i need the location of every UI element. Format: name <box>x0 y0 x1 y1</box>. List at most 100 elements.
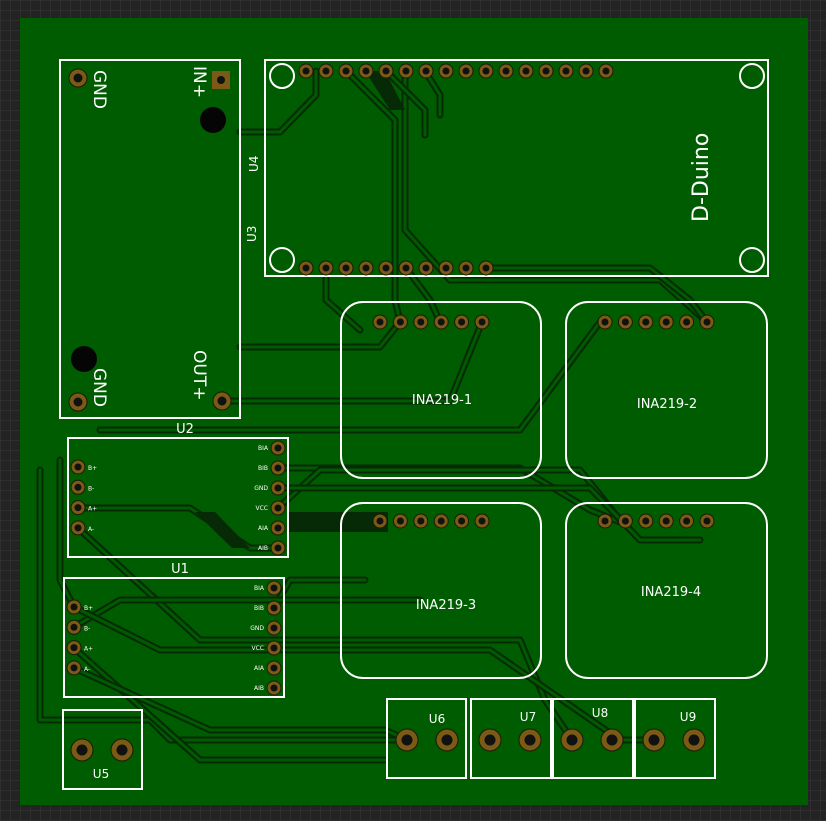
drill-hole <box>482 264 490 272</box>
drill-hole <box>582 67 590 75</box>
trace <box>72 605 656 742</box>
drill-hole <box>482 67 490 75</box>
drill-hole <box>602 67 610 75</box>
pin-label: BIB <box>254 605 264 612</box>
pin-label: VCC <box>256 505 268 512</box>
pin-label: BIB <box>258 465 268 472</box>
terminal-u8: U8 <box>552 698 634 779</box>
drill-hole <box>662 318 670 326</box>
ina219-3: INA219-3 <box>340 502 542 679</box>
drill-hole <box>274 444 282 452</box>
drill-hole <box>566 734 578 746</box>
ref-u6: U6 <box>429 712 445 726</box>
dduino-label: D-Duino <box>689 133 714 222</box>
drill-hole <box>458 318 466 326</box>
drill-hole <box>270 624 278 632</box>
pin-label: VCC <box>252 645 264 652</box>
drill-hole <box>342 264 350 272</box>
drill-hole <box>437 318 445 326</box>
pin-label-in-plus: IN+ <box>189 66 209 98</box>
drill-hole <box>703 517 711 525</box>
ref-u2: U2 <box>176 422 194 437</box>
ina219-label: INA219-3 <box>416 598 476 613</box>
drill-hole <box>642 318 650 326</box>
drill-hole <box>362 264 370 272</box>
drill-hole <box>683 517 691 525</box>
ina219-2: INA219-2 <box>565 301 768 479</box>
drill-hole <box>74 524 82 532</box>
drill-hole <box>70 603 78 611</box>
drill-hole <box>601 318 609 326</box>
drill-hole <box>270 684 278 692</box>
drill-hole <box>376 517 384 525</box>
pin-label: BIA <box>254 585 265 592</box>
drill-hole <box>76 744 88 756</box>
drill-hole <box>74 483 82 491</box>
drill-hole <box>274 464 282 472</box>
drill-hole <box>621 318 629 326</box>
drill-hole <box>302 67 310 75</box>
pin-label: AIA <box>258 525 269 532</box>
ref-u8: U8 <box>592 706 608 720</box>
drill-hole <box>442 264 450 272</box>
drill-hole <box>417 517 425 525</box>
drill-hole <box>70 644 78 652</box>
trace <box>218 320 484 403</box>
pin-label: BIA <box>258 445 269 452</box>
drill-hole <box>274 484 282 492</box>
drill-hole <box>270 644 278 652</box>
copper-pour <box>365 71 405 110</box>
drill-hole <box>648 734 660 746</box>
drill-hole <box>462 67 470 75</box>
drill-hole <box>502 67 510 75</box>
pin-label: GND <box>254 485 268 492</box>
ref-u1: U1 <box>171 562 189 577</box>
trace <box>98 320 602 432</box>
drill-hole <box>217 396 227 406</box>
drill-hole <box>274 524 282 532</box>
ref-u3: U3 <box>245 226 259 242</box>
drill-hole <box>74 504 82 512</box>
ina219-label: INA219-1 <box>412 393 472 408</box>
trace <box>403 69 709 324</box>
drill-hole <box>441 734 453 746</box>
pin-label: A+ <box>88 506 97 513</box>
pin-label: AIB <box>254 685 264 692</box>
trace <box>58 458 76 609</box>
trace <box>404 266 442 324</box>
power-module: GND IN+ GND OUT+ U4 U3 <box>59 59 261 419</box>
dduino-module: D-Duino <box>264 59 769 277</box>
trace <box>72 666 409 742</box>
drill-hole <box>522 67 530 75</box>
drill-hole <box>683 318 691 326</box>
drill-hole <box>542 67 550 75</box>
pin-label: B+ <box>88 465 97 472</box>
drill-hole <box>70 623 78 631</box>
drill-hole <box>73 397 83 407</box>
pin-label: A- <box>84 666 90 673</box>
pin-label: AIA <box>254 665 265 672</box>
pin-label-out-plus: OUT+ <box>189 350 209 400</box>
drill-hole <box>274 504 282 512</box>
drill-hole <box>322 67 330 75</box>
drill-hole <box>703 318 711 326</box>
board-outline <box>20 18 808 805</box>
traces <box>36 67 711 764</box>
drill-hole <box>562 67 570 75</box>
drill-hole <box>382 264 390 272</box>
trace <box>276 486 702 542</box>
terminal-u9: U9 <box>634 698 716 779</box>
terminal-u7: U7 <box>470 698 552 779</box>
drill-hole <box>621 517 629 525</box>
drill-hole <box>396 318 404 326</box>
pin-label: B- <box>84 625 90 632</box>
drill-hole <box>270 584 278 592</box>
drill-hole <box>422 67 430 75</box>
drill-hole <box>606 734 618 746</box>
drill-hole <box>688 734 700 746</box>
mounting-hole <box>71 346 97 372</box>
ina219-label: INA219-2 <box>637 397 697 412</box>
pin-label-gnd-bottom: GND <box>89 368 109 407</box>
ina219-1: INA219-1 <box>340 301 542 479</box>
ref-u4: U4 <box>247 156 261 172</box>
